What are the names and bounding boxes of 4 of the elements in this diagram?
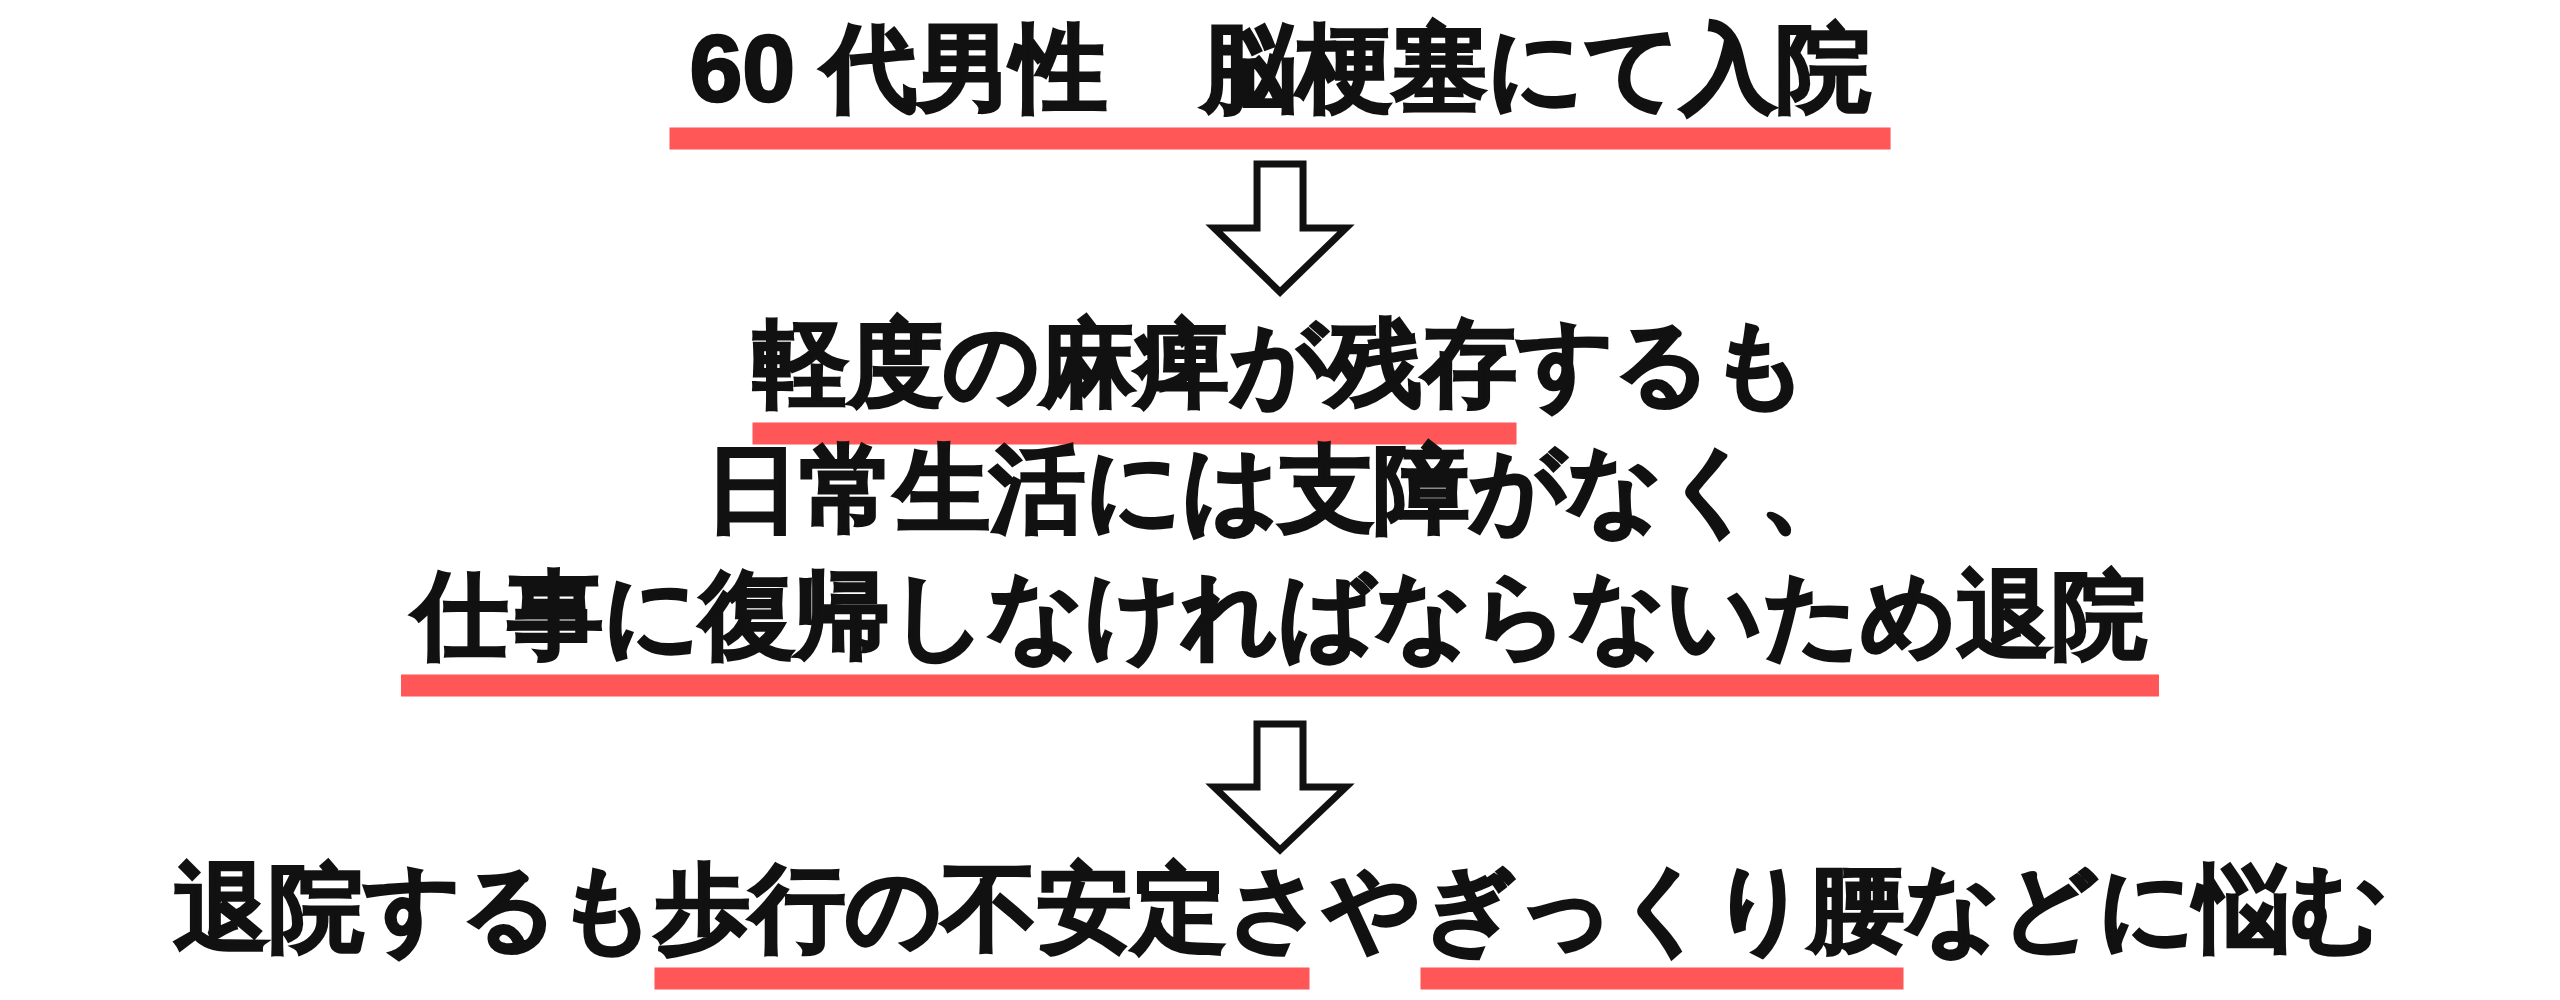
- flow-arrow: [1205, 720, 1355, 855]
- step-text: 60 代男性 脳梗塞にて入院: [689, 18, 1871, 118]
- flow-arrow: [1205, 160, 1355, 297]
- step-text: 退院するも歩行の不安定さやぎっくり腰などに悩む: [173, 858, 2387, 958]
